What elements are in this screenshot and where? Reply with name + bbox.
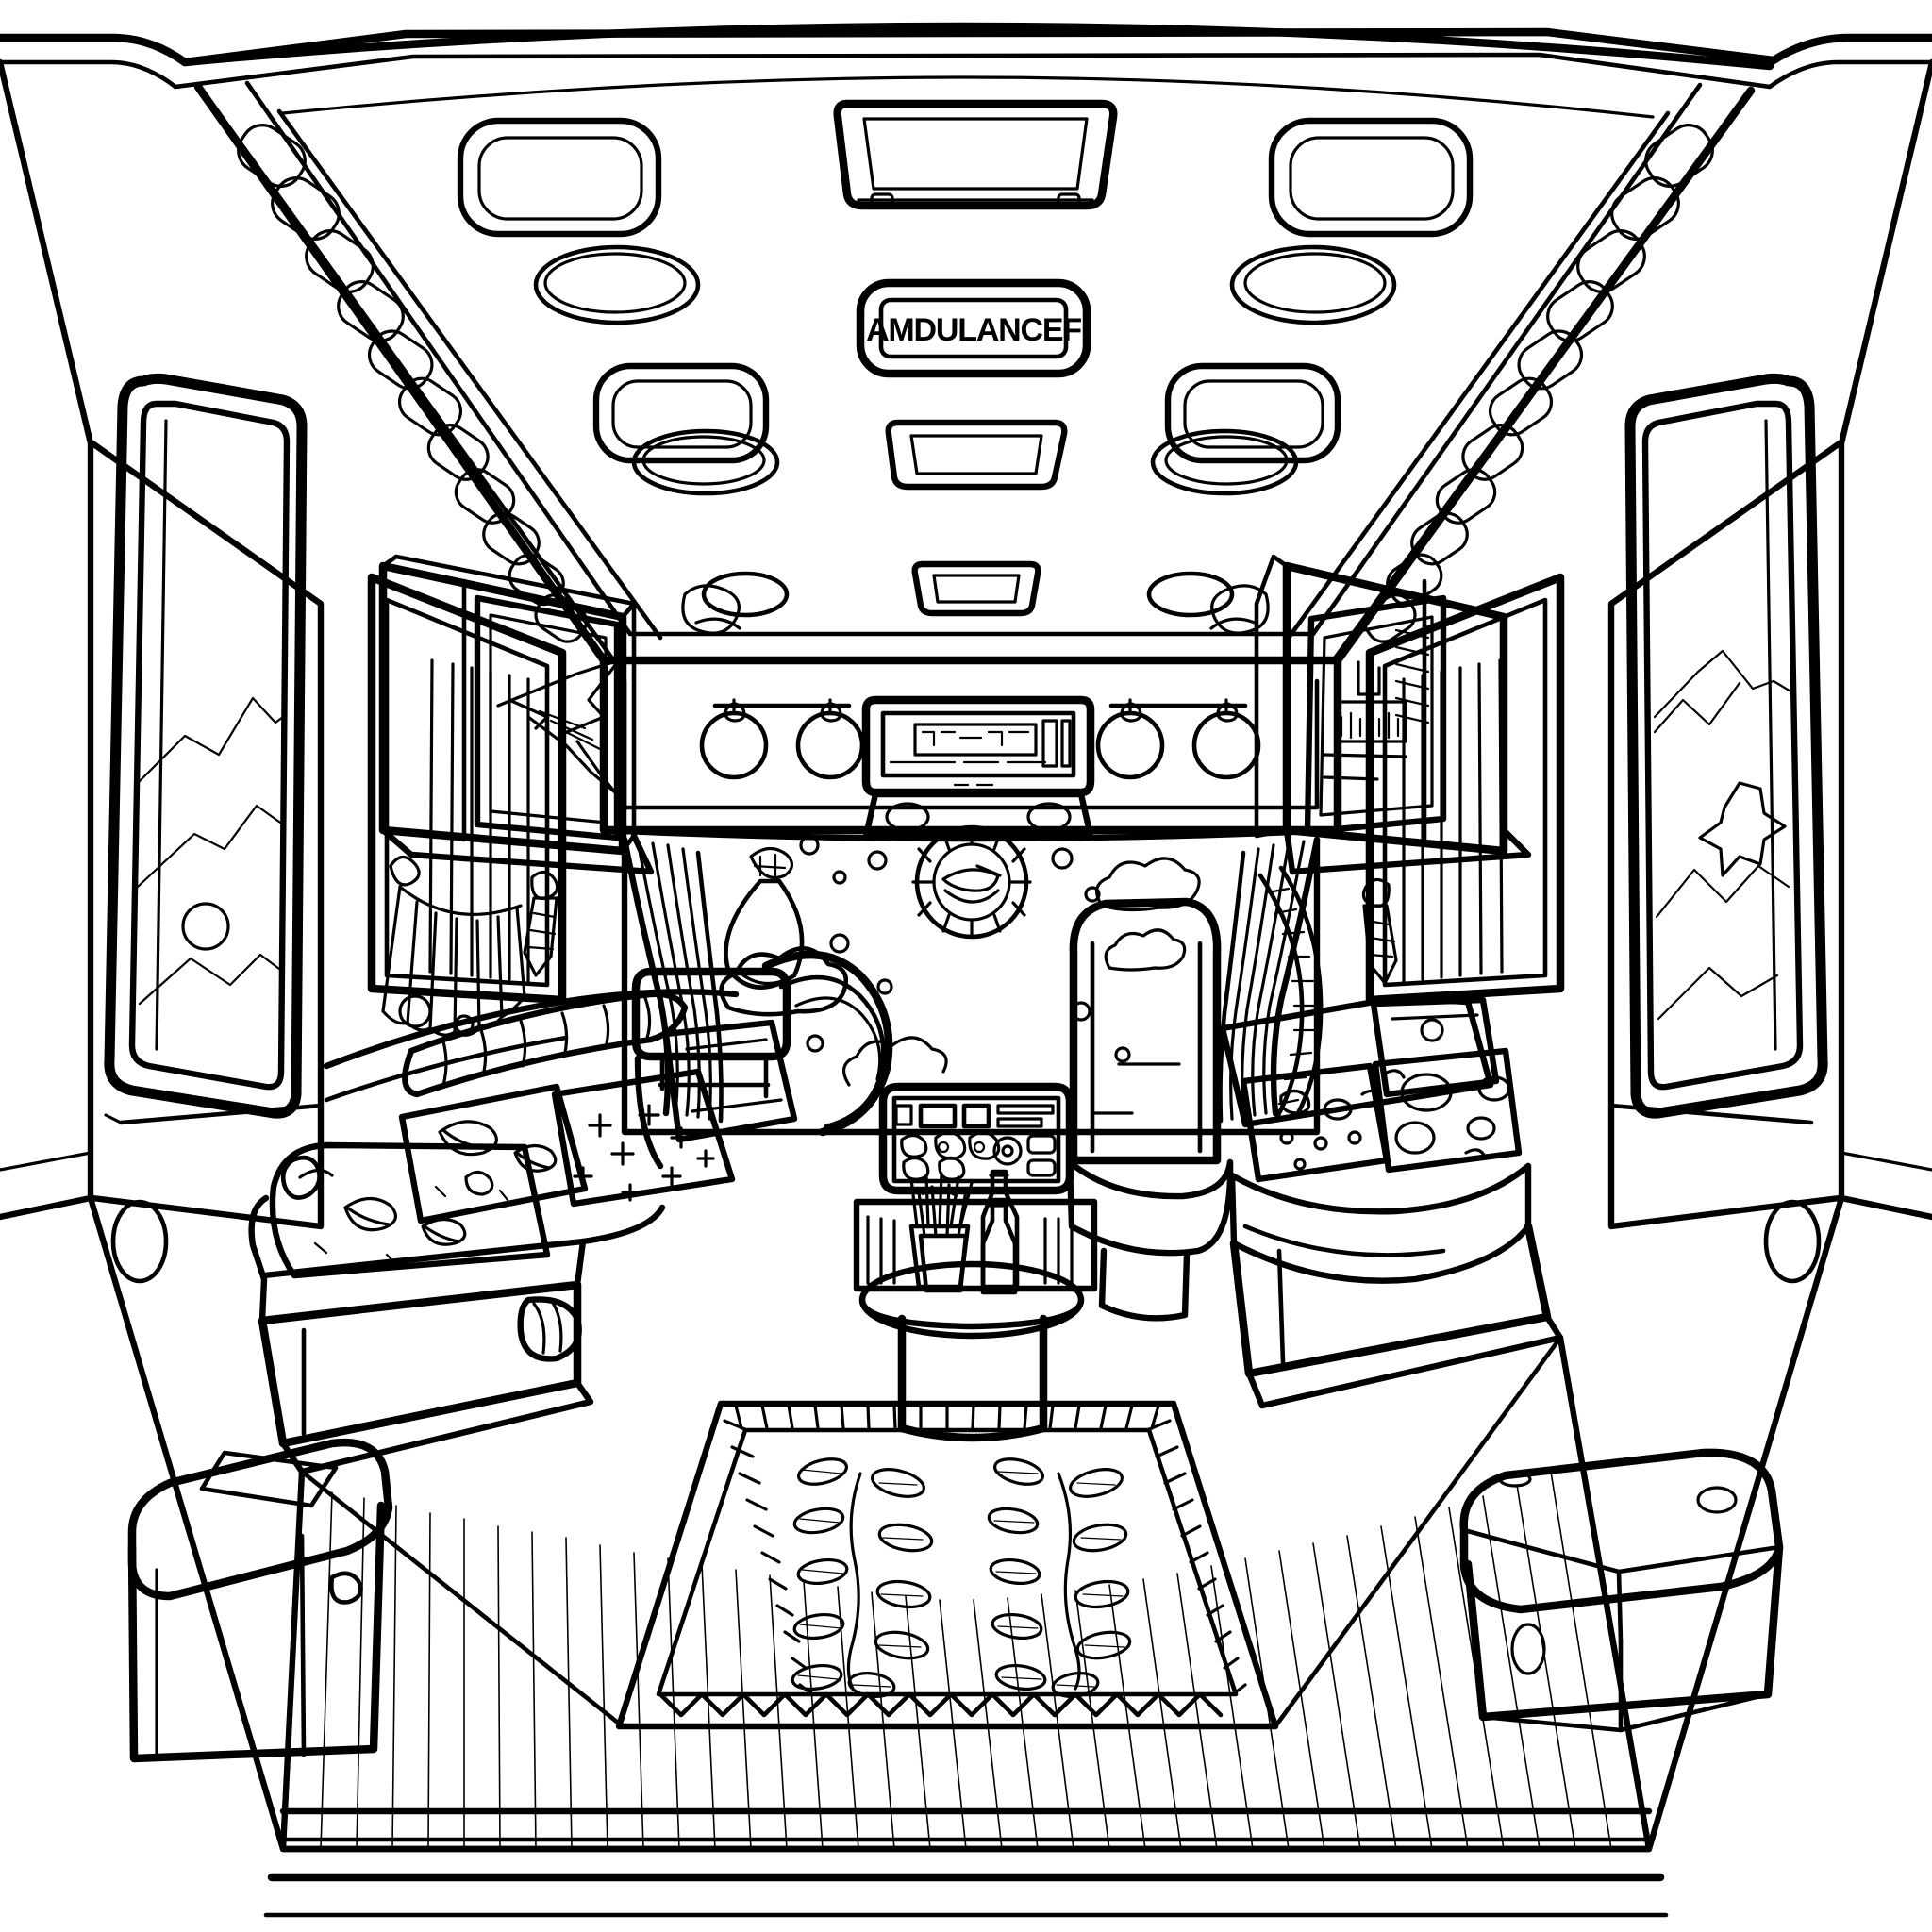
porthole-right-upper bbox=[1766, 1202, 1819, 1281]
rug-vine-left bbox=[791, 1455, 934, 1699]
ceiling-light-rect-left-mid[interactable] bbox=[596, 366, 766, 460]
ambulance-sign-text: AMDULANCEF bbox=[866, 312, 1081, 348]
pillow-polka-large bbox=[1375, 1051, 1519, 1170]
gauge-right-inner bbox=[1098, 700, 1162, 777]
cloud-decals bbox=[844, 858, 1200, 1085]
pillow-star bbox=[555, 1072, 732, 1204]
window-right[interactable] bbox=[1630, 378, 1823, 1113]
ceiling-light-oval-left-upper[interactable] bbox=[536, 247, 698, 323]
window-right-small[interactable] bbox=[1370, 577, 1560, 1000]
hanging-doll-left bbox=[525, 872, 558, 975]
ceiling-vent-center-upper[interactable] bbox=[838, 104, 1114, 206]
ceiling-vent-center-lower[interactable] bbox=[889, 423, 1065, 487]
wall-dots-right bbox=[1422, 1020, 1442, 1041]
mini-fridge-left[interactable] bbox=[132, 1442, 389, 1758]
floor-edge-lines bbox=[302, 1338, 1560, 1726]
ceiling-rail-right bbox=[1211, 113, 1730, 662]
ceiling-light-oval-left-front[interactable] bbox=[704, 574, 787, 615]
captain-chair-right[interactable] bbox=[1070, 902, 1230, 1318]
wood-plank-floor bbox=[266, 1338, 1666, 1915]
ceiling-light-oval-left-lower[interactable] bbox=[634, 431, 777, 493]
ceiling-vent-center-bottom[interactable] bbox=[915, 564, 1039, 613]
porthole-left-upper bbox=[113, 1202, 166, 1281]
sofa-left[interactable] bbox=[252, 991, 794, 1472]
gauge-left-outer bbox=[702, 700, 766, 777]
overhead-radio-console[interactable] bbox=[866, 700, 1091, 836]
cab-bulkhead bbox=[604, 660, 1338, 839]
steering-wheel[interactable] bbox=[766, 955, 889, 1132]
ambulance-ceiling-sign[interactable]: AMDULANCEF bbox=[860, 283, 1087, 374]
bottle-vase bbox=[983, 1200, 1015, 1292]
gauge-left-inner bbox=[798, 700, 862, 777]
floor-planks-center bbox=[634, 1553, 1217, 1849]
string-light-garland-right bbox=[1260, 868, 1321, 1117]
potted-plant bbox=[919, 1185, 966, 1291]
driver-seat-headrest[interactable] bbox=[636, 972, 787, 1166]
bolster-roll-front bbox=[521, 1299, 579, 1358]
ceiling-light-rect-right-mid[interactable] bbox=[1168, 366, 1338, 460]
hanging-doll-right bbox=[1363, 879, 1396, 983]
dot-decals bbox=[801, 837, 1129, 1061]
windshield-wall bbox=[625, 840, 1317, 1132]
ceiling-light-rect-right-upper[interactable] bbox=[1272, 121, 1470, 234]
macrame-wall-hanging-left bbox=[383, 857, 525, 1035]
ceiling-rail-left bbox=[219, 111, 740, 662]
floor-planks-left bbox=[321, 1492, 608, 1849]
gauge-right-outer bbox=[1194, 700, 1258, 777]
pillow-plain-back bbox=[666, 1023, 794, 1140]
rug-vine-right bbox=[987, 1455, 1132, 1699]
area-rug bbox=[619, 1404, 1275, 1726]
van-shell bbox=[0, 32, 1932, 1849]
rug-fringe-left bbox=[724, 1421, 812, 1694]
star-right-window bbox=[1700, 783, 1785, 875]
rug-fringe-top bbox=[736, 1406, 1158, 1428]
floor-planks-right bbox=[1211, 1472, 1611, 1849]
sun-circle-left-window bbox=[183, 904, 228, 949]
window-left-small[interactable] bbox=[372, 577, 562, 1000]
ceiling-light-oval-right-front[interactable] bbox=[1149, 574, 1232, 615]
ceiling-light-oval-right-lower[interactable] bbox=[1153, 431, 1296, 493]
window-left[interactable] bbox=[109, 378, 302, 1113]
wall-handle-left[interactable] bbox=[283, 1158, 319, 1197]
ceiling-light-rect-left-upper[interactable] bbox=[460, 121, 658, 234]
pillow-leaf-lower bbox=[273, 1145, 547, 1275]
sun-wall-clock bbox=[913, 827, 1030, 937]
center-control-panel[interactable] bbox=[883, 1087, 1070, 1191]
bench-right[interactable] bbox=[1223, 998, 1560, 1406]
ceiling-light-oval-right-upper[interactable] bbox=[1232, 247, 1394, 323]
rug-fringe-right bbox=[1147, 1421, 1245, 1694]
gauge-cluster[interactable] bbox=[702, 700, 1258, 777]
pillow-striped-bolster bbox=[405, 994, 685, 1094]
